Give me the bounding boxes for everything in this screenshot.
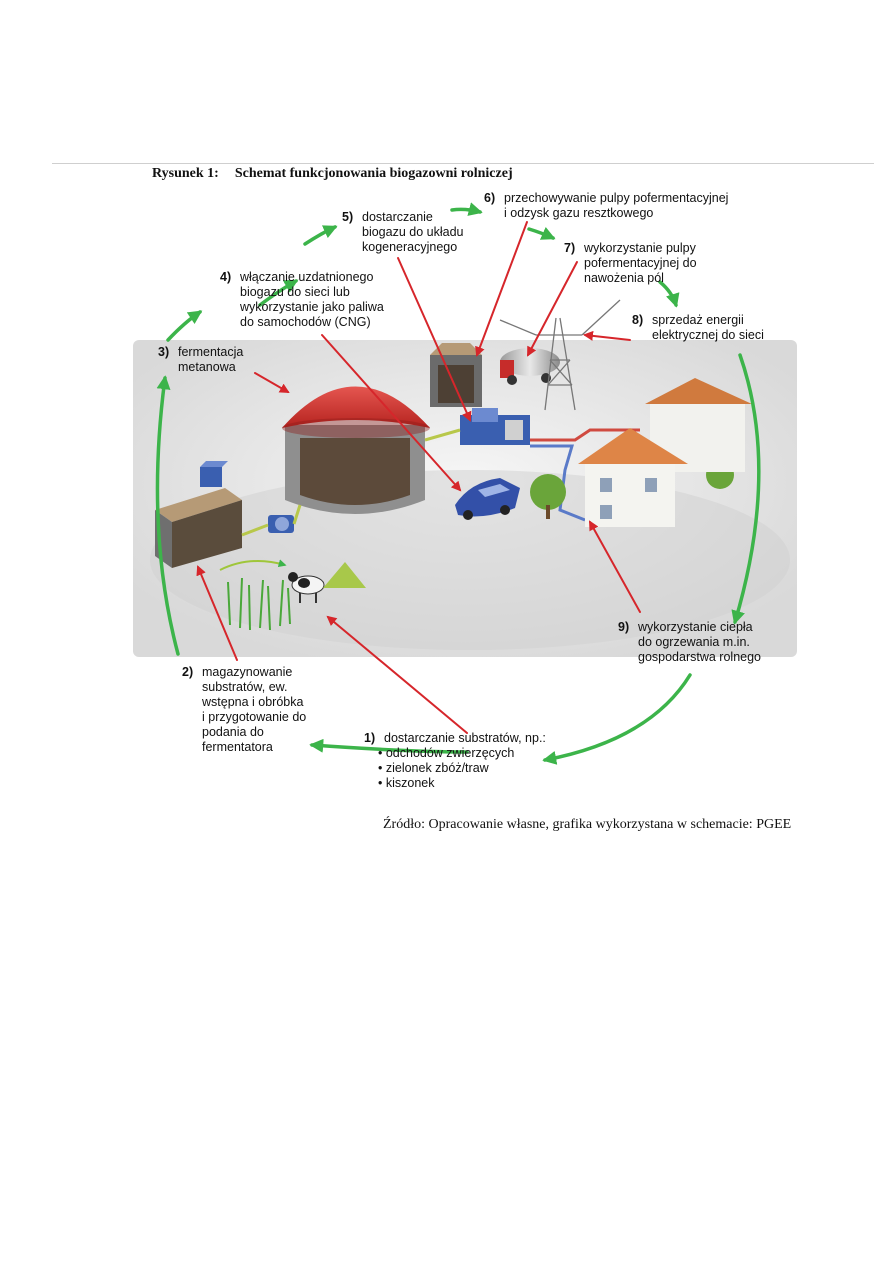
step-line: biogazu do sieci lub xyxy=(240,285,350,299)
step-9-label: 9) wykorzystanie ciepła do ogrzewania m.… xyxy=(618,620,761,665)
step-line: substratów, ew. xyxy=(202,680,288,694)
step-line: wykorzystanie pulpy xyxy=(584,241,696,255)
step-3-label: 3) fermentacja metanowa xyxy=(158,345,243,375)
step-line: fermentatora xyxy=(202,740,273,754)
header-rule xyxy=(52,163,874,164)
power-pylon-illustration xyxy=(499,299,621,411)
step-bullet: • zielonek zbóż/traw xyxy=(378,761,489,775)
step-line: podania do xyxy=(202,725,264,739)
step-number: 3) xyxy=(158,345,170,359)
step-line: gospodarstwa rolnego xyxy=(638,650,761,664)
step-number: 6) xyxy=(484,191,496,205)
crops-illustration xyxy=(227,577,291,631)
pump-illustration xyxy=(268,515,294,533)
step-number: 8) xyxy=(632,313,644,327)
step-line: wykorzystanie jako paliwa xyxy=(240,300,384,314)
pointer-arrows xyxy=(196,221,641,734)
cow-illustration xyxy=(288,572,325,603)
step-line: metanowa xyxy=(178,360,236,374)
step-8-label: 8) sprzedaż energii elektrycznej do siec… xyxy=(632,313,764,343)
step-line: fermentacja xyxy=(178,345,244,359)
step-line: kogeneracyjnego xyxy=(362,240,458,254)
figure-caption: Rysunek 1: Schemat funkcjonowania biogazo… xyxy=(152,166,513,182)
step-number: 7) xyxy=(564,241,576,255)
car-illustration xyxy=(455,478,520,520)
step-line: wykorzystanie ciepła xyxy=(638,620,753,634)
step-line: wstępna i obróbka xyxy=(202,695,304,709)
step-bullet: • kiszonek xyxy=(378,776,435,790)
digestate-tank-illustration xyxy=(430,343,482,407)
caption-label: Rysunek 1: xyxy=(152,166,219,181)
caption-title: Schemat funkcjonowania biogazowni rolnic… xyxy=(234,166,513,181)
step-number: 2) xyxy=(182,665,194,679)
step-number: 4) xyxy=(220,270,232,284)
step-line: i przygotowanie do xyxy=(202,710,307,724)
step-line: dostarczanie xyxy=(362,210,433,224)
step-line: elektrycznej do sieci xyxy=(652,328,764,342)
fermenter-illustration xyxy=(282,386,430,514)
step-bullet: • odchodów zwierzęcych xyxy=(378,746,515,760)
step-line: włączanie uzdatnionego xyxy=(240,270,374,284)
step-number: 9) xyxy=(618,620,630,634)
step-line: pofermentacyjnej do xyxy=(584,256,697,270)
step-7-label: 7) wykorzystanie pulpy pofermentacyjnej … xyxy=(564,241,697,286)
figure-source: Źródło: Opracowanie własne, grafika wyko… xyxy=(383,817,792,832)
step-line: do samochodów (CNG) xyxy=(240,315,371,329)
silage-pile-illustration xyxy=(323,562,366,588)
step-line: biogazu do układu xyxy=(362,225,464,239)
step-line: magazynowanie xyxy=(202,665,293,679)
house-illustration xyxy=(578,378,752,527)
step-1-label: 1) dostarczanie substratów, np.: • odcho… xyxy=(364,731,546,791)
step-line: i odzysk gazu resztkowego xyxy=(504,206,654,220)
step-line: przechowywanie pulpy pofermentacyjnej xyxy=(504,191,729,205)
cycle-arrows xyxy=(155,202,761,765)
step-5-label: 5) dostarczanie biogazu do układu kogene… xyxy=(342,210,463,255)
step-6-label: 6) przechowywanie pulpy pofermentacyjnej… xyxy=(484,191,728,221)
step-line: do ogrzewania m.in. xyxy=(638,635,750,649)
step-line: nawożenia pól xyxy=(584,271,664,285)
step-number: 5) xyxy=(342,210,354,224)
step-2-label: 2) magazynowanie substratów, ew. wstępna… xyxy=(182,665,306,755)
step-number: 1) xyxy=(364,731,376,745)
step-4-label: 4) włączanie uzdatnionego biogazu do sie… xyxy=(220,270,384,330)
chp-unit-illustration xyxy=(460,408,530,445)
step-line: dostarczanie substratów, np.: xyxy=(384,731,546,745)
step-line: sprzedaż energii xyxy=(652,313,744,327)
pipes-illustration xyxy=(241,428,640,537)
